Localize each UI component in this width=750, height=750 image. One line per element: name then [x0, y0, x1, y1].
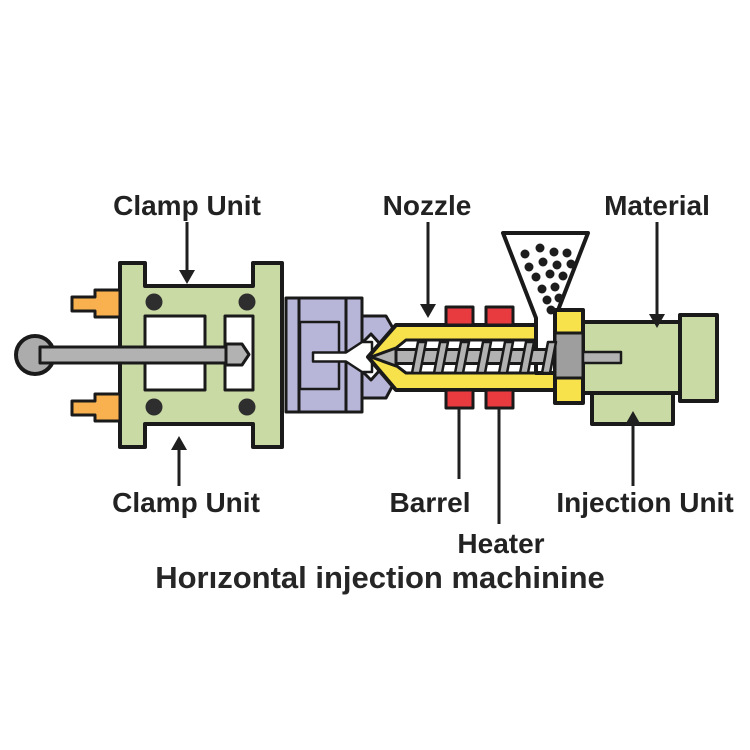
label-clamp-unit-bottom: Clamp Unit	[112, 487, 260, 518]
granule-dot	[542, 295, 552, 305]
clamp-rod-tip	[224, 342, 251, 367]
granule-dot	[558, 271, 568, 281]
bolt-icon	[238, 398, 256, 416]
label-injection-unit: Injection Unit	[556, 487, 733, 518]
screw-flight	[410, 340, 428, 375]
granule-dot	[531, 272, 541, 282]
arrowhead-down-icon	[649, 314, 665, 328]
screw-flight	[432, 340, 450, 375]
bolt-icon	[238, 293, 256, 311]
label-material: Material	[604, 190, 710, 221]
granule-dot	[535, 243, 545, 253]
granule-dot	[520, 249, 530, 259]
granule-dot	[549, 247, 559, 257]
granule-dot	[550, 282, 560, 292]
arrowhead-down-icon	[420, 304, 436, 318]
label-layer: Clamp Unit Nozzle Material Clamp Unit Ba…	[112, 190, 734, 595]
screw-flight	[475, 340, 493, 375]
heater-band	[444, 305, 475, 327]
heaters	[444, 305, 515, 410]
granule-dot	[545, 269, 555, 279]
arrowhead-down-icon	[179, 270, 195, 284]
granule-dot	[566, 259, 576, 269]
diagram-title: Horızontal injection machinine	[155, 560, 605, 595]
granule-dot	[537, 284, 547, 294]
bolt-icon	[145, 398, 163, 416]
label-barrel: Barrel	[390, 487, 471, 518]
arrowhead-up-icon	[625, 411, 641, 425]
screw-tip	[369, 346, 398, 368]
bolt-icon	[145, 293, 163, 311]
screw-flight	[540, 340, 558, 375]
label-clamp-unit-top: Clamp Unit	[113, 190, 261, 221]
label-heater: Heater	[457, 528, 544, 559]
granule-dot	[554, 293, 564, 303]
granule-dot	[562, 248, 572, 258]
heater-band	[484, 388, 515, 410]
clamp-connector-bottom	[70, 392, 122, 423]
clamp-rod	[38, 345, 228, 365]
screw-assembly	[369, 331, 623, 380]
injection-unit-end-cap	[678, 313, 719, 403]
clamp-connector-top	[70, 288, 122, 319]
granule-dot	[546, 305, 556, 315]
mold-plate	[284, 296, 301, 414]
clamp-unit	[14, 261, 284, 449]
heater-band	[484, 305, 515, 327]
screw-flight	[497, 340, 515, 375]
screw-drive-rod	[581, 350, 623, 365]
granule-dot	[552, 260, 562, 270]
callouts	[171, 222, 665, 524]
material-granules	[520, 243, 576, 315]
injection-unit	[581, 313, 719, 426]
granule-dot	[538, 257, 548, 267]
screw-back-block	[553, 331, 585, 380]
arrowhead-up-icon	[171, 436, 187, 450]
sprue-channel	[311, 340, 374, 374]
heater-band	[444, 388, 475, 410]
label-nozzle: Nozzle	[383, 190, 472, 221]
screw-flight	[518, 340, 536, 375]
screw-flight	[453, 340, 471, 375]
granule-dot	[524, 262, 534, 272]
